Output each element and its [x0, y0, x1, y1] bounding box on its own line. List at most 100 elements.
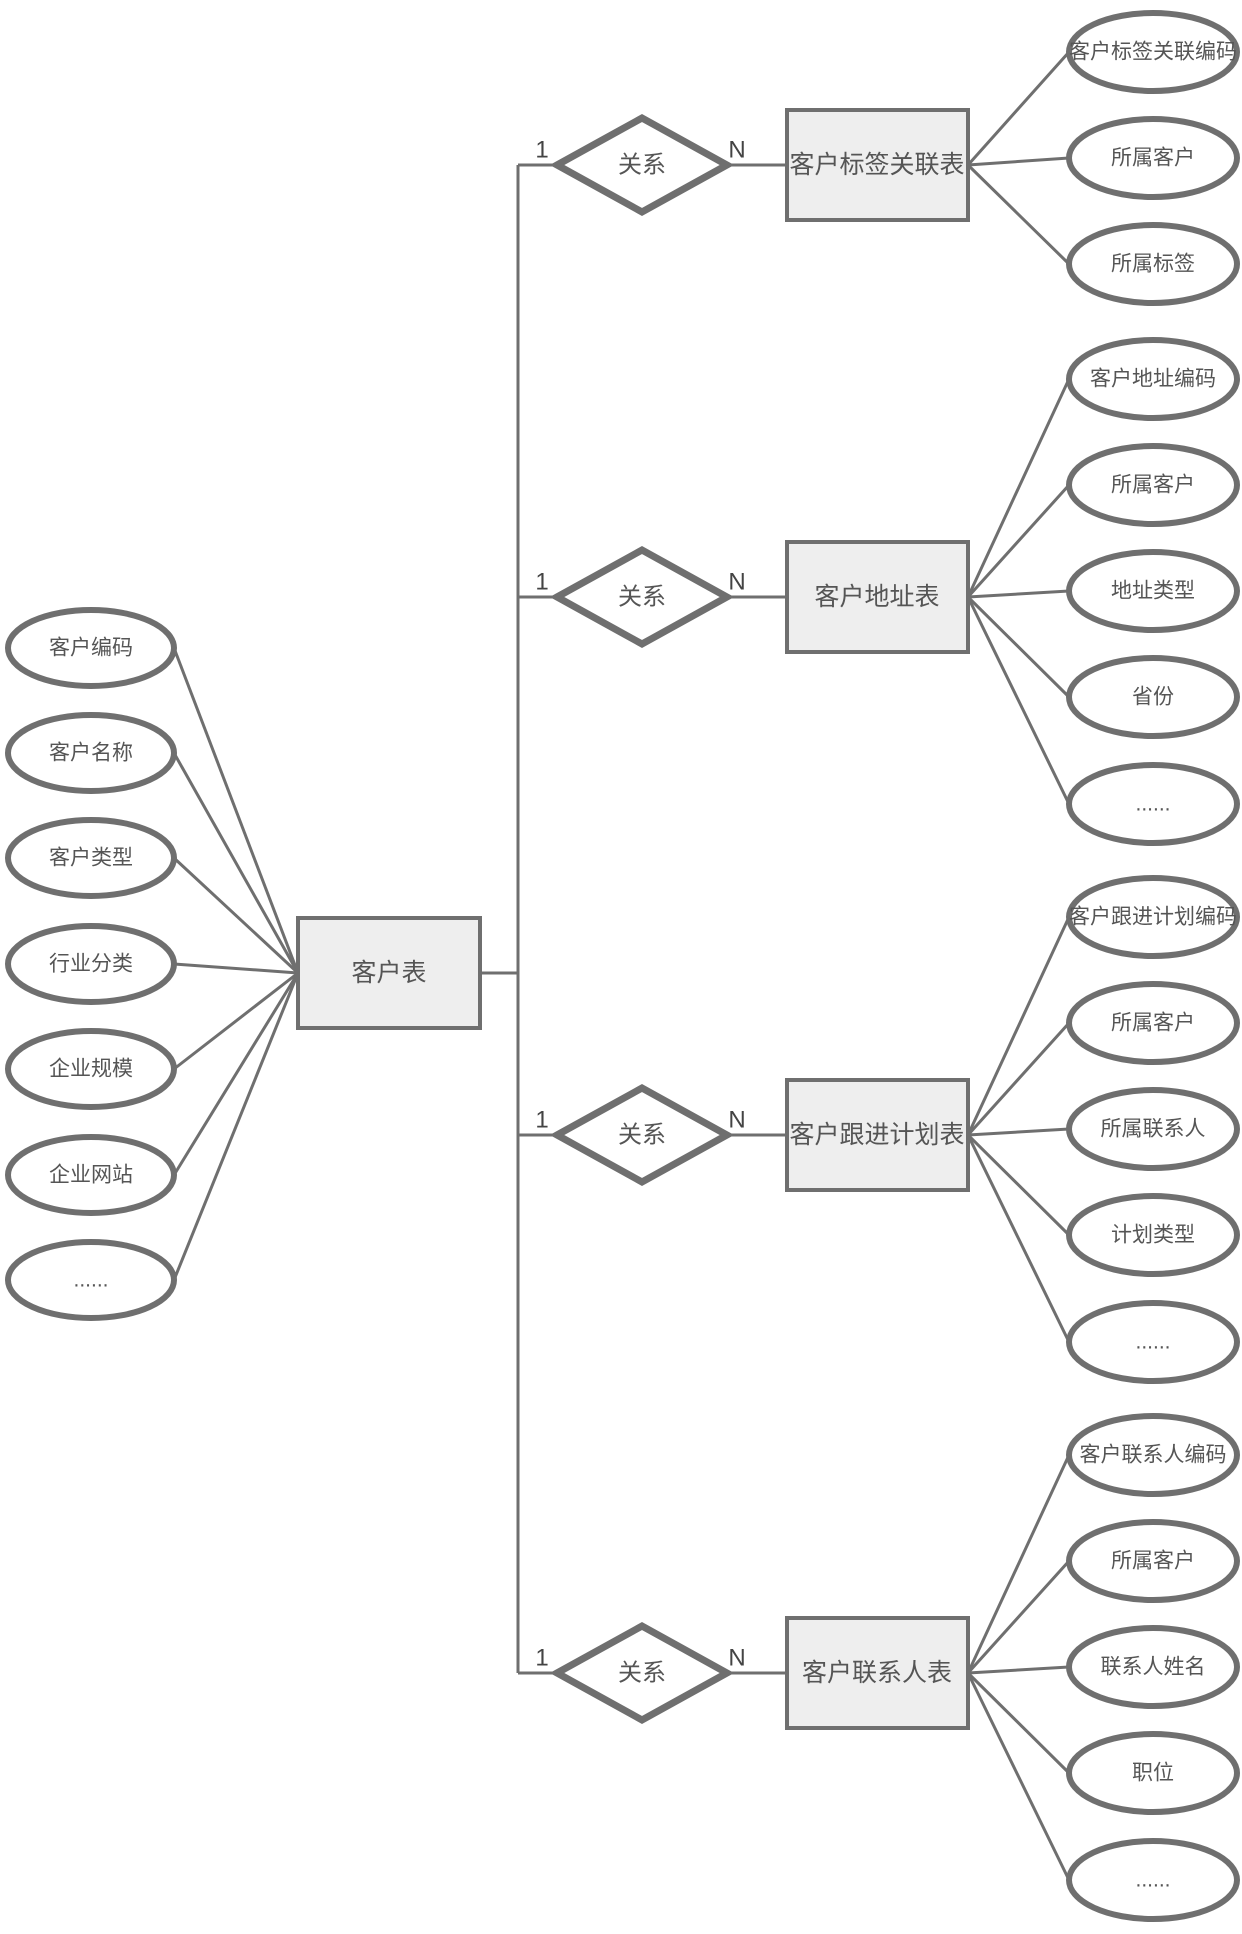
entity-attr-link-3-4	[966, 1672, 1071, 1881]
attr-customer-name-label: 客户名称	[49, 742, 133, 765]
entity-customer-followup-plan-table: 客户跟进计划表	[785, 1078, 970, 1192]
entity-attr-link-1-0	[966, 378, 1071, 598]
attr-address-type: 地址类型	[1066, 549, 1240, 633]
relationship-label: 关系	[618, 1660, 666, 1687]
cardinality-many: N	[728, 1645, 745, 1672]
attr-address-more-label: ......	[1135, 793, 1170, 816]
entity-attr-link-1-2	[967, 589, 1070, 599]
entity-attr-link-1-4	[966, 596, 1071, 805]
attr-contact-owner-customer-label: 所属客户	[1111, 1550, 1195, 1573]
center-attr-link-6	[172, 972, 300, 1281]
attr-tag-link-owner-tag: 所属标签	[1066, 222, 1240, 306]
attr-address-type-label: 地址类型	[1111, 580, 1195, 603]
attr-contact-owner-customer: 所属客户	[1066, 1519, 1240, 1603]
attr-company-scale-label: 企业规模	[49, 1058, 133, 1081]
entity-customer-followup-plan-table-label: 客户跟进计划表	[789, 1121, 964, 1149]
entity-customer-contact-table-label: 客户联系人表	[802, 1659, 952, 1687]
attr-contact-position: 职位	[1066, 1731, 1240, 1815]
attr-contact-more-label: ......	[1135, 1869, 1170, 1892]
attr-followup-owner-contact: 所属联系人	[1066, 1087, 1240, 1171]
entity-attr-link-0-1	[967, 156, 1070, 167]
attr-tag-link-owner-customer-label: 所属客户	[1111, 147, 1195, 170]
relationship-diamond-tag: 关系	[549, 114, 735, 216]
attr-tag-link-owner-customer: 所属客户	[1066, 116, 1240, 200]
cardinality-many: N	[728, 569, 745, 596]
attr-industry-category-label: 行业分类	[49, 953, 133, 976]
entity-attr-link-3-1	[966, 1559, 1071, 1675]
attr-address-code-label: 客户地址编码	[1090, 368, 1216, 391]
attr-customer-type: 客户类型	[5, 817, 177, 899]
attr-address-province-label: 省份	[1132, 686, 1174, 709]
entity-attr-link-3-0	[966, 1454, 1071, 1674]
entity-attr-link-3-2	[967, 1665, 1070, 1675]
cardinality-many: N	[728, 137, 745, 164]
attr-contact-more: ......	[1066, 1838, 1240, 1922]
attr-tag-link-code-label: 客户标签关联编码	[1069, 41, 1237, 64]
attr-center-more: ......	[5, 1239, 177, 1321]
attr-company-scale: 企业规模	[5, 1028, 177, 1110]
center-attr-link-2	[172, 856, 300, 975]
attr-industry-category: 行业分类	[5, 923, 177, 1005]
attr-followup-plan-type: 计划类型	[1066, 1193, 1240, 1277]
attr-contact-name-label: 联系人姓名	[1101, 1656, 1206, 1679]
entity-attr-link-0-2	[966, 163, 1071, 266]
attr-followup-code: 客户跟进计划编码	[1066, 875, 1240, 959]
entity-customer-address-table-label: 客户地址表	[814, 583, 939, 611]
attr-address-owner-customer: 所属客户	[1066, 443, 1240, 527]
cardinality-one: 1	[535, 1645, 548, 1672]
attr-followup-owner-contact-label: 所属联系人	[1101, 1118, 1206, 1141]
entity-attr-link-2-4	[966, 1134, 1071, 1343]
relationship-label: 关系	[618, 584, 666, 611]
relationship-diamond-contact: 关系	[549, 1622, 735, 1724]
attr-customer-type-label: 客户类型	[49, 847, 133, 870]
cardinality-one: 1	[535, 137, 548, 164]
attr-followup-owner-customer-label: 所属客户	[1111, 1012, 1195, 1035]
center-attr-link-1	[172, 752, 300, 974]
relationship-diamond-address: 关系	[549, 546, 735, 648]
entity-customer-tag-link-table: 客户标签关联表	[785, 108, 970, 222]
attr-tag-link-code: 客户标签关联编码	[1066, 10, 1240, 94]
entity-customer-address-table: 客户地址表	[785, 540, 970, 654]
relationship-diamond-followup: 关系	[549, 1084, 735, 1186]
attr-customer-code-label: 客户编码	[49, 637, 133, 660]
center-attr-link-4	[173, 971, 299, 1071]
entity-customer-tag-link-table-label: 客户标签关联表	[789, 151, 964, 179]
attr-contact-code: 客户联系人编码	[1066, 1413, 1240, 1497]
entity-attr-link-1-3	[966, 595, 1071, 699]
cardinality-many: N	[728, 1107, 745, 1134]
attr-followup-code-label: 客户跟进计划编码	[1069, 906, 1237, 929]
entity-attr-link-2-3	[966, 1133, 1071, 1237]
attr-followup-more-label: ......	[1135, 1331, 1170, 1354]
center-attr-link-5	[172, 972, 300, 1176]
attr-contact-position-label: 职位	[1132, 1762, 1174, 1785]
attr-address-province: 省份	[1066, 655, 1240, 739]
attr-company-website: 企业网站	[5, 1134, 177, 1216]
entity-attr-link-2-0	[966, 916, 1071, 1136]
center-attr-link-3	[173, 962, 299, 975]
attr-customer-name: 客户名称	[5, 712, 177, 794]
relationship-label: 关系	[618, 152, 666, 179]
entity-attr-link-0-0	[966, 51, 1071, 166]
attr-followup-plan-type-label: 计划类型	[1111, 1224, 1195, 1247]
attr-address-owner-customer-label: 所属客户	[1111, 474, 1195, 497]
entity-customer-table: 客户表	[296, 916, 482, 1030]
cardinality-one: 1	[535, 569, 548, 596]
connector-lines	[172, 51, 1071, 1881]
attr-followup-owner-customer: 所属客户	[1066, 981, 1240, 1065]
entity-attr-link-1-1	[966, 483, 1071, 599]
attr-contact-code-label: 客户联系人编码	[1080, 1444, 1227, 1467]
entity-attr-link-3-3	[966, 1671, 1071, 1775]
attr-company-website-label: 企业网站	[49, 1164, 133, 1187]
attr-address-more: ......	[1066, 762, 1240, 846]
entity-customer-table-label: 客户表	[351, 959, 426, 987]
center-attr-link-0	[172, 647, 300, 974]
attr-customer-code: 客户编码	[5, 607, 177, 689]
cardinality-one: 1	[535, 1107, 548, 1134]
attr-tag-link-owner-tag-label: 所属标签	[1111, 253, 1195, 276]
attr-center-more-label: ......	[73, 1269, 108, 1292]
entity-attr-link-2-2	[967, 1127, 1070, 1137]
attr-followup-more: ......	[1066, 1300, 1240, 1384]
entity-customer-contact-table: 客户联系人表	[785, 1616, 970, 1730]
attr-contact-name: 联系人姓名	[1066, 1625, 1240, 1709]
